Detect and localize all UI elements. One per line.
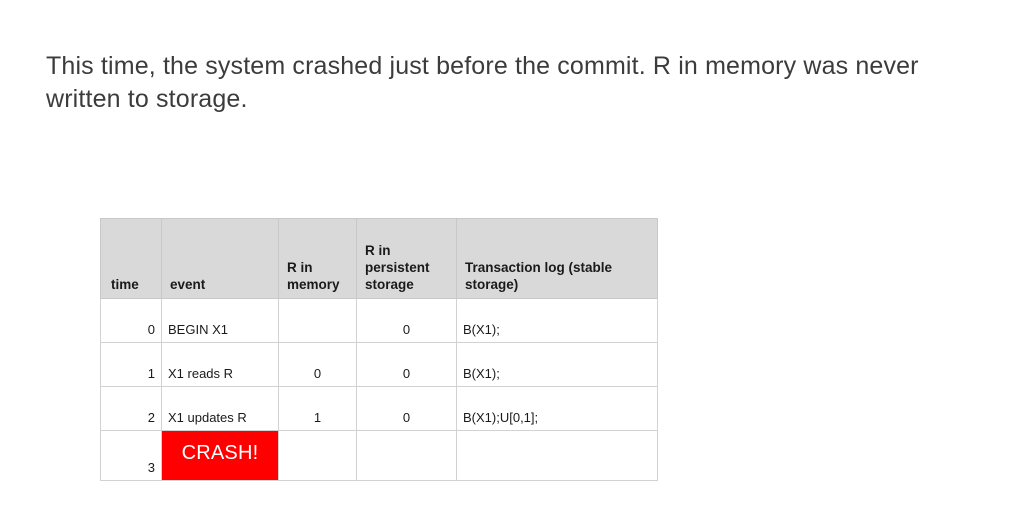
cell-time: 1 [100, 342, 162, 387]
cell-transaction-log: B(X1); [456, 298, 658, 343]
cell-r-in-persistent-storage: 0 [356, 342, 457, 387]
cell-r-in-memory: 1 [278, 386, 357, 431]
cell-time: 0 [100, 298, 162, 343]
cell-r-in-memory [278, 430, 357, 481]
table-row: 3 CRASH! [100, 430, 658, 481]
cell-transaction-log [456, 430, 658, 481]
column-header-time: time [100, 218, 162, 299]
cell-event: BEGIN X1 [161, 298, 279, 343]
cell-event: X1 updates R [161, 386, 279, 431]
column-header-event: event [161, 218, 279, 299]
slide-heading: This time, the system crashed just befor… [46, 52, 919, 113]
column-header-r-in-memory: R in memory [278, 218, 357, 299]
cell-r-in-persistent-storage [356, 430, 457, 481]
cell-r-in-persistent-storage: 0 [356, 298, 457, 343]
cell-transaction-log: B(X1);U[0,1]; [456, 386, 658, 431]
table-header-row: time event R in memory R in persistent s… [100, 218, 658, 299]
cell-time: 3 [100, 430, 162, 481]
cell-event-crash: CRASH! [161, 430, 279, 481]
cell-transaction-log: B(X1); [456, 342, 658, 387]
cell-r-in-memory [278, 298, 357, 343]
cell-event: X1 reads R [161, 342, 279, 387]
transaction-state-table: time event R in memory R in persistent s… [100, 218, 658, 481]
cell-r-in-memory: 0 [278, 342, 357, 387]
crash-label: CRASH! [181, 442, 259, 464]
cell-time: 2 [100, 386, 162, 431]
column-header-transaction-log: Transaction log (stable storage) [456, 218, 658, 299]
column-header-r-in-persistent-storage: R in persistent storage [356, 218, 457, 299]
cell-r-in-persistent-storage: 0 [356, 386, 457, 431]
